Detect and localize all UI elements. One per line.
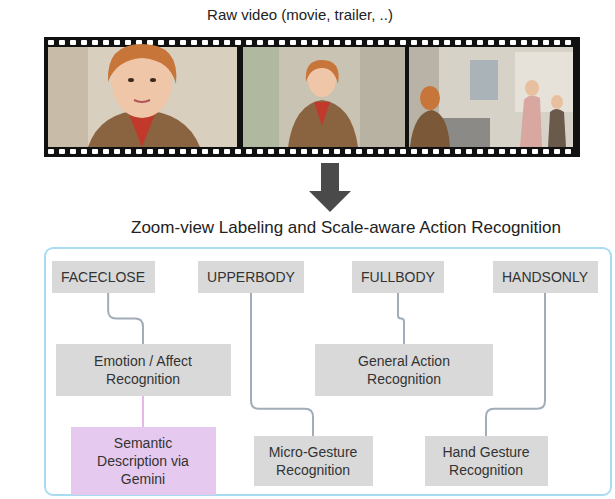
film-strip (44, 37, 580, 157)
video-frame (409, 47, 573, 147)
box-text: Micro-Gesture Recognition (262, 443, 365, 479)
box-text: Hand Gesture Recognition (433, 443, 540, 479)
connector (251, 293, 313, 436)
zoom-label: HANDSONLY (493, 261, 598, 293)
process-box: Semantic Description via Gemini (71, 427, 216, 495)
connector (398, 293, 404, 344)
box-text: FACECLOSE (61, 268, 145, 286)
box-text: General Action Recognition (323, 352, 485, 388)
caption-label: Raw video (movie, trailer, ..) (207, 6, 393, 24)
process-box: Micro-Gesture Recognition (254, 436, 373, 486)
box-text: HANDSONLY (502, 268, 588, 286)
zoom-label: FACECLOSE (52, 261, 155, 293)
box-text: UPPERBODY (207, 268, 295, 286)
panel-heading: Zoom-view Labeling and Scale-aware Actio… (46, 218, 610, 238)
process-box: Emotion / Affect Recognition (56, 344, 231, 396)
zoom-panel: Zoom-view Labeling and Scale-aware Actio… (44, 247, 612, 496)
zoom-label: FULLBODY (352, 261, 444, 293)
connector (486, 293, 545, 436)
box-text: Emotion / Affect Recognition (64, 352, 223, 388)
process-box: Hand Gesture Recognition (425, 436, 548, 486)
video-frame (48, 44, 237, 147)
box-text: Semantic Description via Gemini (79, 434, 208, 488)
down-arrow (309, 163, 351, 212)
box-text: FULLBODY (361, 268, 435, 286)
video-frame (243, 47, 405, 147)
process-box: General Action Recognition (315, 344, 493, 396)
connector (142, 396, 144, 427)
zoom-label: UPPERBODY (198, 261, 304, 293)
connector (108, 293, 143, 344)
